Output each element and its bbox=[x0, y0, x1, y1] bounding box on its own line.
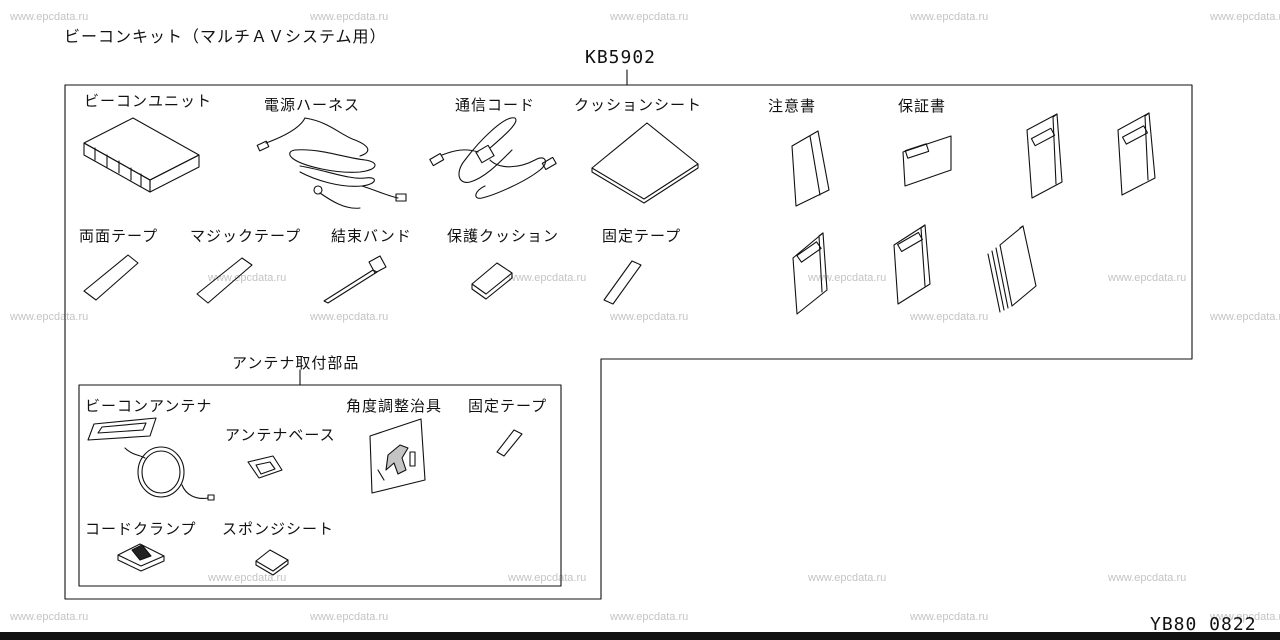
label-comm-cord: 通信コード bbox=[455, 96, 536, 114]
watermark: www.epcdata.ru bbox=[310, 311, 389, 323]
label-fixing-tape: 固定テープ bbox=[602, 227, 682, 245]
leaflet-drawing bbox=[792, 232, 828, 315]
power-harness-drawing bbox=[256, 117, 407, 209]
beacon-unit-drawing bbox=[83, 117, 200, 193]
caution-leaflet-drawing bbox=[791, 130, 830, 207]
kit-boundary bbox=[64, 84, 1193, 600]
kit-title: ビーコンキット（マルチＡＶシステム用） bbox=[64, 27, 387, 46]
protective-cushion-drawing bbox=[471, 262, 513, 300]
antenna-kit-title: アンテナ取付部品 bbox=[232, 354, 360, 372]
watermark: www.epcdata.ru bbox=[10, 611, 89, 623]
bottom-bar bbox=[0, 632, 1280, 640]
antenna-kit-boundary bbox=[78, 384, 562, 587]
watermark: www.epcdata.ru bbox=[808, 572, 887, 584]
watermark: www.epcdata.ru bbox=[910, 11, 989, 23]
watermark: www.epcdata.ru bbox=[808, 272, 887, 284]
watermark: www.epcdata.ru bbox=[310, 611, 389, 623]
label-protective-cushion: 保護クッション bbox=[447, 227, 560, 245]
label-sponge-sheet: スポンジシート bbox=[222, 520, 335, 538]
watermark: www.epcdata.ru bbox=[910, 611, 989, 623]
angle-jig-drawing bbox=[369, 418, 426, 494]
watermark: www.epcdata.ru bbox=[208, 272, 287, 284]
cable-tie-drawing bbox=[323, 255, 387, 304]
watermark: www.epcdata.ru bbox=[310, 11, 389, 23]
watermark: www.epcdata.ru bbox=[208, 572, 287, 584]
label-cable-tie: 結束バンド bbox=[331, 227, 412, 245]
cord-clamp-drawing bbox=[117, 543, 165, 572]
leaflet-stack-drawing bbox=[987, 225, 1037, 313]
label-antenna-base: アンテナベース bbox=[225, 426, 336, 444]
magic-tape-drawing bbox=[196, 257, 253, 304]
antenna-fixing-tape-drawing bbox=[496, 429, 523, 457]
watermark: www.epcdata.ru bbox=[610, 611, 689, 623]
label-magic-tape: マジックテープ bbox=[190, 227, 302, 245]
label-cord-clamp: コードクランプ bbox=[85, 520, 197, 538]
watermark: www.epcdata.ru bbox=[10, 11, 89, 23]
kit-code: KB5902 bbox=[585, 47, 657, 68]
watermark: www.epcdata.ru bbox=[1108, 272, 1187, 284]
beacon-antenna-drawing bbox=[87, 417, 215, 501]
label-power-harness: 電源ハーネス bbox=[264, 96, 361, 114]
comm-cord-drawing bbox=[429, 117, 557, 199]
page-code: YB80 0822 bbox=[1150, 614, 1257, 635]
label-beacon-antenna: ビーコンアンテナ bbox=[85, 397, 213, 415]
leaflet-drawing bbox=[1026, 113, 1063, 199]
antenna-base-drawing bbox=[247, 455, 283, 479]
label-double-sided-tape: 両面テープ bbox=[79, 227, 159, 245]
label-caution-sheet: 注意書 bbox=[768, 97, 817, 115]
warranty-card-drawing bbox=[902, 135, 952, 187]
watermark: www.epcdata.ru bbox=[1210, 311, 1280, 323]
leaflet-drawing bbox=[893, 224, 931, 305]
leaflet-drawing bbox=[1117, 112, 1156, 196]
label-antenna-fixing-tape: 固定テープ bbox=[468, 397, 548, 415]
watermark: www.epcdata.ru bbox=[10, 311, 89, 323]
cushion-sheet-drawing bbox=[591, 122, 699, 204]
label-warranty: 保証書 bbox=[898, 97, 947, 115]
watermark: www.epcdata.ru bbox=[610, 11, 689, 23]
watermark: www.epcdata.ru bbox=[1210, 611, 1280, 623]
watermark: www.epcdata.ru bbox=[508, 272, 587, 284]
sponge-sheet-drawing bbox=[255, 549, 289, 576]
fixing-tape-drawing bbox=[603, 260, 642, 305]
double-sided-tape-drawing bbox=[83, 254, 139, 301]
watermark: www.epcdata.ru bbox=[910, 311, 989, 323]
watermark: www.epcdata.ru bbox=[610, 311, 689, 323]
label-angle-jig: 角度調整治具 bbox=[346, 397, 443, 415]
label-cushion-sheet: クッションシート bbox=[574, 96, 703, 114]
label-beacon-unit: ビーコンユニット bbox=[84, 92, 213, 110]
watermark: www.epcdata.ru bbox=[508, 572, 587, 584]
watermark: www.epcdata.ru bbox=[1210, 11, 1280, 23]
watermark: www.epcdata.ru bbox=[1108, 572, 1187, 584]
